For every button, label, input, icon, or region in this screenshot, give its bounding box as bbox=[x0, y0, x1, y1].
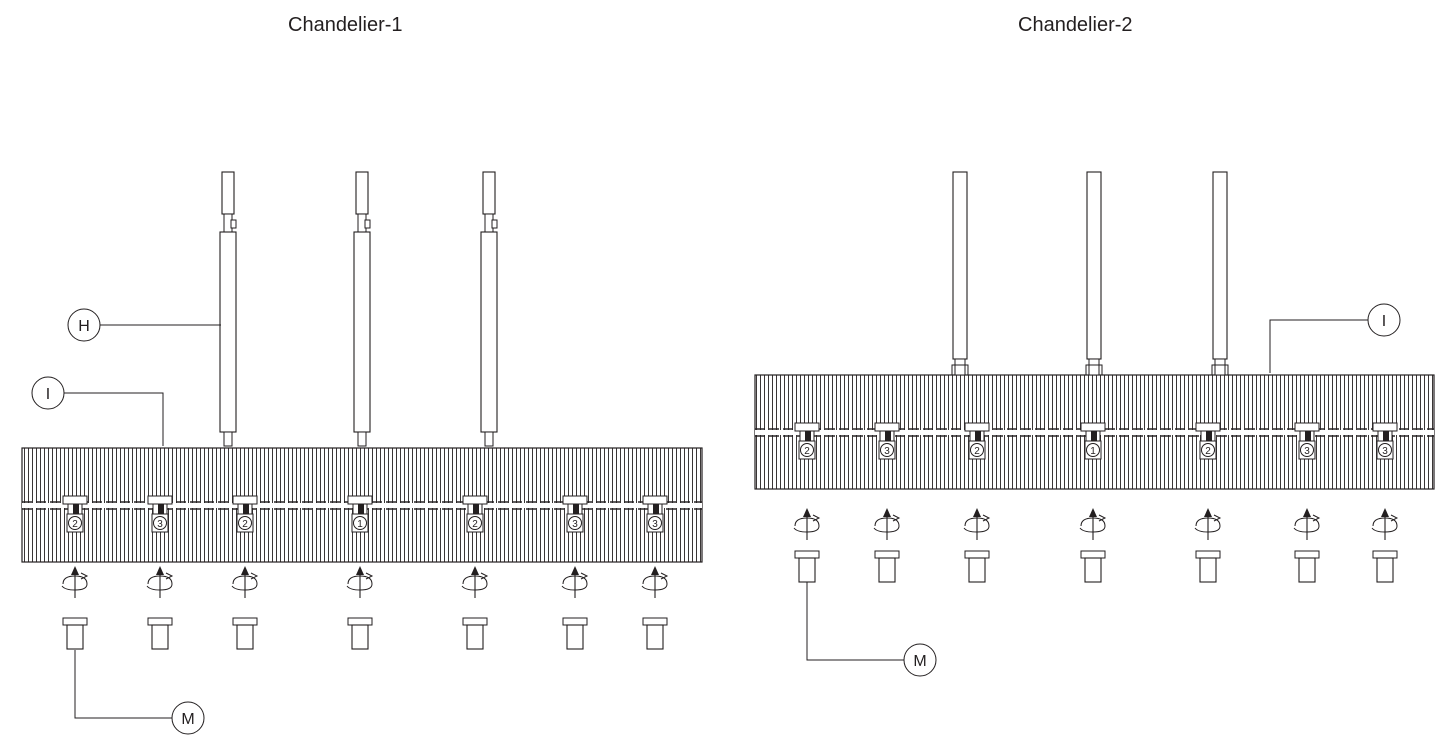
rotation-arrow-2-4 bbox=[1079, 508, 1107, 540]
rotation-arrow-1-4 bbox=[346, 566, 374, 598]
spindle-2-3: 2 bbox=[964, 422, 990, 460]
spindle-1-5: 2 bbox=[462, 495, 488, 533]
rod-1-1 bbox=[219, 171, 237, 447]
spindle-2-7-number: 3 bbox=[1382, 446, 1388, 457]
rotation-arrow-1-5 bbox=[461, 566, 489, 598]
spindle-1-2-number: 3 bbox=[157, 519, 163, 530]
rod-2-3-hanger bbox=[1211, 358, 1229, 376]
rotation-arrow-2-2 bbox=[873, 508, 901, 540]
callout-i-1-circle bbox=[31, 376, 65, 410]
spindle-1-7: 3 bbox=[642, 495, 668, 533]
spindle-2-7: 3 bbox=[1372, 422, 1398, 460]
bobbin-1-5 bbox=[462, 617, 488, 650]
bobbin-2-4 bbox=[1080, 550, 1106, 583]
callout-m-2-leader bbox=[806, 582, 904, 661]
spindle-2-3-number: 2 bbox=[974, 446, 980, 457]
bobbin-2-7 bbox=[1372, 550, 1398, 583]
bobbin-2-1 bbox=[794, 550, 820, 583]
bobbin-1-7 bbox=[642, 617, 668, 650]
spindle-2-4: 1 bbox=[1080, 422, 1106, 460]
rod-1-3 bbox=[480, 171, 498, 447]
rotation-arrow-1-3 bbox=[231, 566, 259, 598]
chandelier-1-panel: 2 3 2 1 2 3 3 H I M bbox=[21, 171, 703, 735]
spindle-2-2-number: 3 bbox=[884, 446, 890, 457]
rotation-arrow-2-5 bbox=[1194, 508, 1222, 540]
spindle-1-5-number: 2 bbox=[472, 519, 478, 530]
rod-2-1-hanger bbox=[951, 358, 969, 376]
spindle-2-4-number: 1 bbox=[1090, 446, 1096, 457]
callout-h-label: H bbox=[78, 318, 90, 335]
rod-2-1 bbox=[952, 171, 968, 360]
spindle-2-6-number: 3 bbox=[1304, 446, 1310, 457]
spindle-1-6: 3 bbox=[562, 495, 588, 533]
spindle-1-3: 2 bbox=[232, 495, 258, 533]
spindle-1-7-number: 3 bbox=[652, 519, 658, 530]
rotation-arrow-1-1 bbox=[61, 566, 89, 598]
callout-i-2-circle bbox=[1367, 303, 1401, 337]
rod-2-2 bbox=[1086, 171, 1102, 360]
spindle-2-1-number: 2 bbox=[804, 446, 810, 457]
rotation-arrow-1-6 bbox=[561, 566, 589, 598]
bobbin-1-6 bbox=[562, 617, 588, 650]
spindle-2-6: 3 bbox=[1294, 422, 1320, 460]
chandelier-1-title: Chandelier-1 bbox=[288, 14, 403, 36]
rod-2-3 bbox=[1212, 171, 1228, 360]
bobbin-1-1 bbox=[62, 617, 88, 650]
callout-i-2-leader bbox=[1269, 319, 1368, 373]
spindle-1-1-number: 2 bbox=[72, 519, 78, 530]
spindle-1-4: 1 bbox=[347, 495, 373, 533]
spindle-1-2: 3 bbox=[147, 495, 173, 533]
callout-m-1-circle bbox=[171, 701, 205, 735]
bobbin-2-5 bbox=[1195, 550, 1221, 583]
bobbin-1-4 bbox=[347, 617, 373, 650]
rod-2-2-hanger bbox=[1085, 358, 1103, 376]
spindle-1-6-number: 3 bbox=[572, 519, 578, 530]
chandelier-2-title: Chandelier-2 bbox=[1018, 14, 1133, 36]
callout-i-1-leader bbox=[64, 392, 164, 446]
spindle-1-1: 2 bbox=[62, 495, 88, 533]
rotation-arrow-2-7 bbox=[1371, 508, 1399, 540]
callout-h-circle bbox=[67, 308, 101, 342]
bobbin-1-2 bbox=[147, 617, 173, 650]
bobbin-2-2 bbox=[874, 550, 900, 583]
rotation-arrow-2-1 bbox=[793, 508, 821, 540]
callout-m-1-leader bbox=[74, 650, 172, 719]
callout-m-2-label: M bbox=[913, 653, 926, 670]
callout-i-1-label: I bbox=[46, 386, 50, 403]
rotation-arrow-2-6 bbox=[1293, 508, 1321, 540]
bobbin-1-3 bbox=[232, 617, 258, 650]
bobbin-2-6 bbox=[1294, 550, 1320, 583]
chandelier-2-panel: 2 3 2 1 2 3 3 I M bbox=[754, 171, 1435, 677]
rotation-arrow-1-7 bbox=[641, 566, 669, 598]
spindle-2-1: 2 bbox=[794, 422, 820, 460]
spindle-1-3-number: 2 bbox=[242, 519, 248, 530]
spindle-2-5-number: 2 bbox=[1205, 446, 1211, 457]
spindle-2-5: 2 bbox=[1195, 422, 1221, 460]
rod-1-2 bbox=[353, 171, 371, 447]
spindle-2-2: 3 bbox=[874, 422, 900, 460]
rotation-arrow-2-3 bbox=[963, 508, 991, 540]
rotation-arrow-1-2 bbox=[146, 566, 174, 598]
callout-m-2-circle bbox=[903, 643, 937, 677]
spindle-1-4-number: 1 bbox=[357, 519, 363, 530]
callout-m-1-label: M bbox=[181, 711, 194, 728]
callout-i-2-label: I bbox=[1382, 313, 1386, 330]
bobbin-2-3 bbox=[964, 550, 990, 583]
